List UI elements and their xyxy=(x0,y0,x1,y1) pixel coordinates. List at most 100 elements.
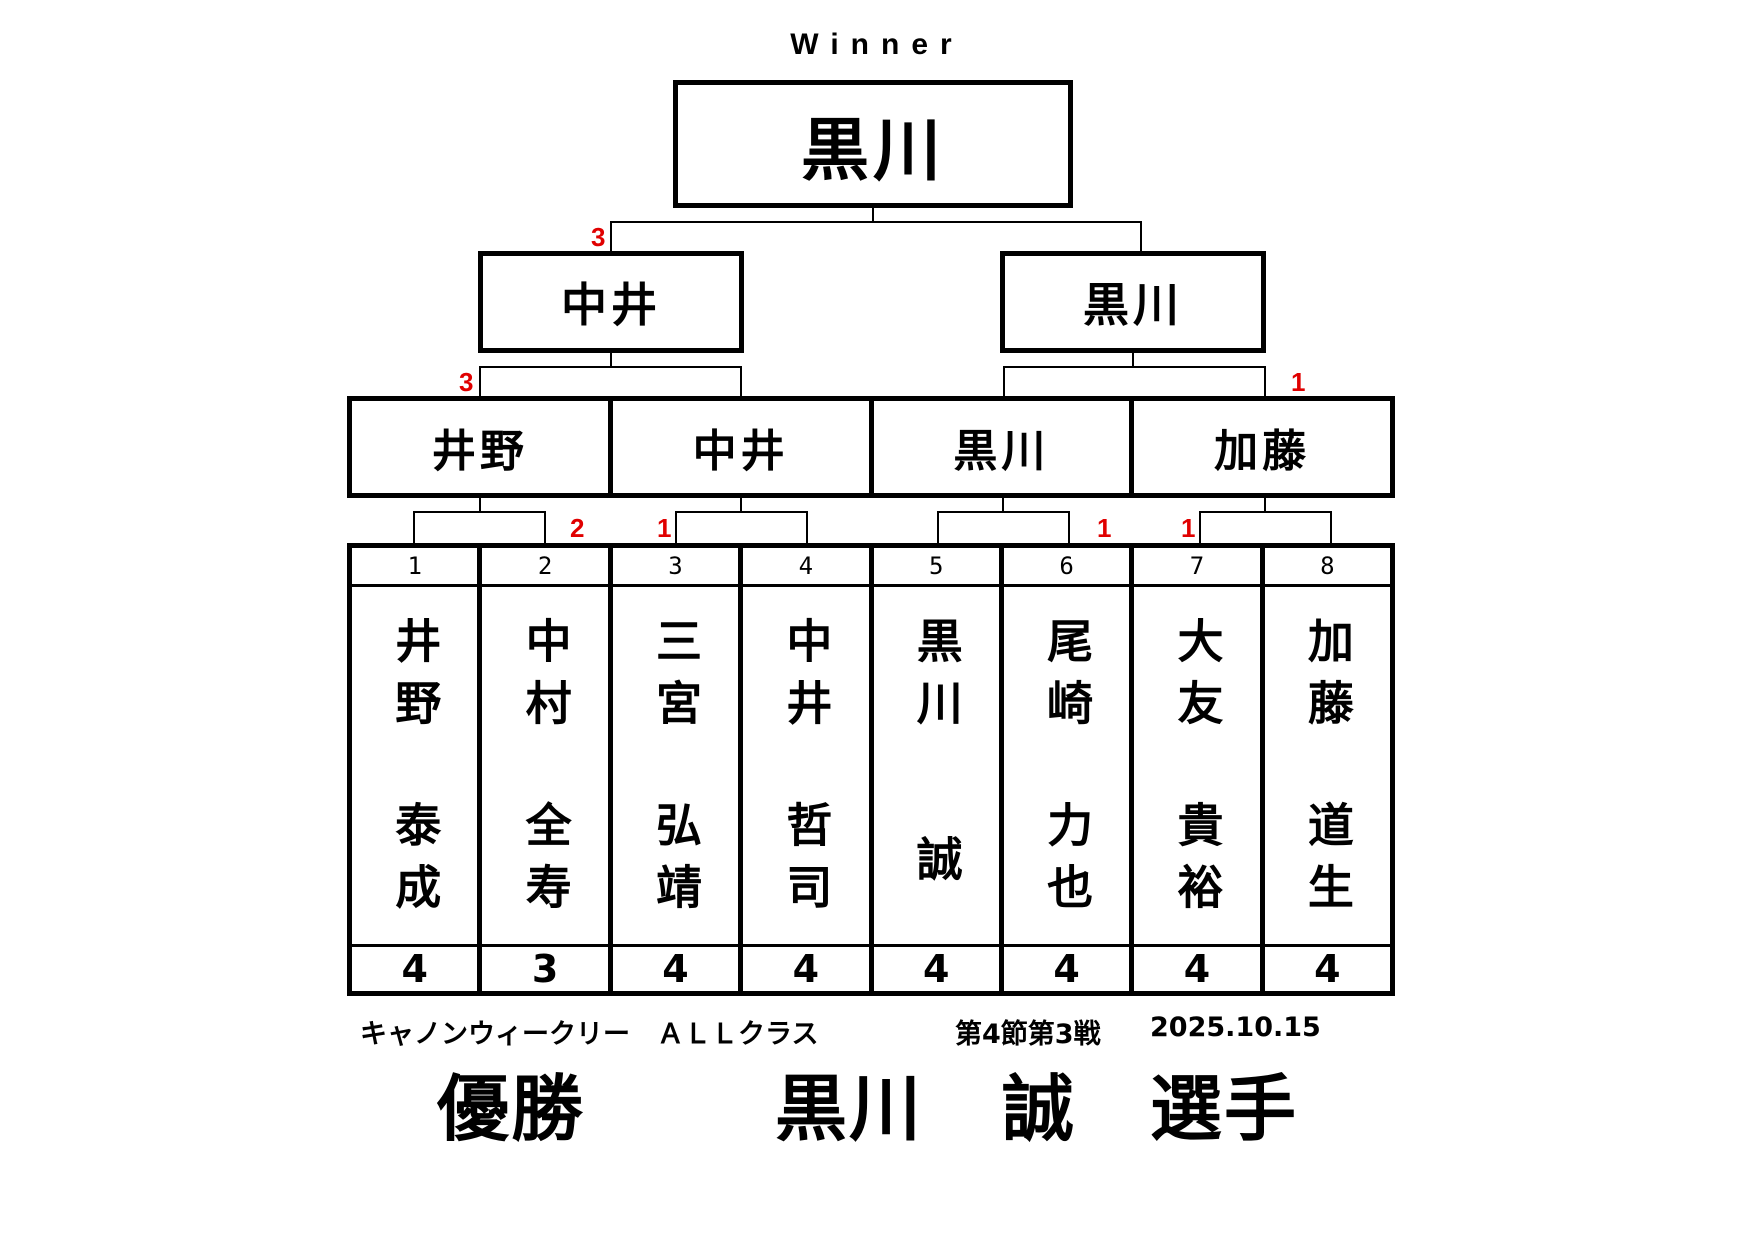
player-result: 4 xyxy=(1264,944,1390,991)
connector-semi-left-stem xyxy=(610,352,612,367)
player-result: 4 xyxy=(743,944,869,991)
connector-r1-m1-bar xyxy=(413,511,546,513)
player-name: 井野 泰成 xyxy=(352,587,477,944)
quarterfinal-name: 加藤 xyxy=(1214,426,1311,477)
player-given-name: 全寿 xyxy=(518,801,573,925)
player-given-name: 力也 xyxy=(1040,801,1095,925)
connector-semi-left-a xyxy=(479,366,481,397)
connector-semi-right-a xyxy=(1003,366,1005,397)
connector-r1-m4-bar xyxy=(1199,511,1332,513)
player-column: 5 黒川 誠 4 xyxy=(873,548,1004,991)
player-given-name: 誠 xyxy=(909,835,964,897)
event-name: キャノンウィークリー ＡＬＬクラス xyxy=(360,1019,819,1050)
semi-right-score: 1 xyxy=(1291,367,1306,397)
connector-r1-m1-stem xyxy=(479,497,481,512)
connector-final-bar xyxy=(610,221,1142,223)
connector-final-stem xyxy=(872,207,874,222)
quarterfinal-name: 中井 xyxy=(692,426,789,477)
r1-m1-score: 2 xyxy=(570,513,585,543)
player-name: 中井 哲司 xyxy=(743,587,868,944)
connector-semi-right-stem xyxy=(1132,352,1134,367)
connector-r1-m4-a xyxy=(1199,511,1201,544)
player-given-name: 弘靖 xyxy=(648,801,703,925)
connector-r1-m3-stem xyxy=(1002,497,1004,512)
connector-r1-m3-bar xyxy=(937,511,1070,513)
winner-title: Winner xyxy=(790,28,964,61)
champion-suffix: 選手 xyxy=(1150,1067,1299,1151)
player-family-name: 大友 xyxy=(1170,617,1225,741)
connector-final-left xyxy=(610,221,612,252)
r1-m4-score: 1 xyxy=(1181,513,1196,543)
quarterfinal-row: 井野 中井 黒川 加藤 xyxy=(347,396,1395,498)
connector-r1-m3-b xyxy=(1068,511,1070,544)
player-family-name: 中村 xyxy=(518,617,573,741)
player-family-name: 三宮 xyxy=(648,617,703,741)
player-family-name: 井野 xyxy=(388,617,443,741)
semifinal-left-box: 中井 xyxy=(478,251,744,353)
connector-r1-m2-stem xyxy=(740,497,742,512)
player-column: 3 三宮 弘靖 4 xyxy=(612,548,744,991)
player-result: 4 xyxy=(612,944,739,991)
player-given-name: 道生 xyxy=(1300,801,1355,925)
player-name: 尾崎 力也 xyxy=(1004,587,1129,944)
seed-number: 1 xyxy=(352,548,478,587)
r1-m3-score: 1 xyxy=(1097,513,1112,543)
champion-label: 優勝 xyxy=(437,1067,586,1151)
player-family-name: 黒川 xyxy=(909,617,964,741)
connector-r1-m1-b xyxy=(544,511,546,544)
semifinal-left-name: 中井 xyxy=(561,278,661,332)
connector-semi-left-bar xyxy=(479,366,742,368)
final-score-left: 3 xyxy=(591,222,606,252)
player-result: 4 xyxy=(1134,944,1260,991)
player-column: 8 加藤 道生 4 xyxy=(1264,548,1390,991)
final-winner-name: 黒川 xyxy=(800,111,945,191)
player-column: 1 井野 泰成 4 xyxy=(352,548,483,991)
seed-number: 3 xyxy=(612,548,739,587)
player-grid: 1 井野 泰成 4 2 中村 全寿 3 3 三宮 弘靖 4 4 中井 哲司 4 … xyxy=(347,543,1395,996)
event-date: 2025.10.15 xyxy=(1150,1012,1321,1043)
semifinal-right-name: 黒川 xyxy=(1083,278,1183,332)
player-family-name: 尾崎 xyxy=(1040,617,1095,741)
semi-left-score: 3 xyxy=(459,367,474,397)
seed-number: 6 xyxy=(1003,548,1130,587)
player-result: 4 xyxy=(873,944,999,991)
connector-semi-left-b xyxy=(740,366,742,397)
r1-m2-score: 1 xyxy=(657,513,672,543)
player-column: 2 中村 全寿 3 xyxy=(482,548,613,991)
seed-number: 8 xyxy=(1264,548,1390,587)
player-family-name: 加藤 xyxy=(1300,617,1355,741)
connector-r1-m4-b xyxy=(1330,511,1332,544)
quarterfinal-cell: 中井 xyxy=(613,401,874,493)
connector-r1-m4-stem xyxy=(1264,497,1266,512)
semifinal-right-box: 黒川 xyxy=(1000,251,1266,353)
player-name: 大友 貴裕 xyxy=(1134,587,1259,944)
quarterfinal-name: 井野 xyxy=(431,426,528,477)
connector-semi-right-bar xyxy=(1003,366,1266,368)
connector-r1-m2-a xyxy=(675,511,677,544)
player-name: 三宮 弘靖 xyxy=(613,587,738,944)
player-given-name: 貴裕 xyxy=(1170,801,1225,925)
seed-number: 7 xyxy=(1134,548,1260,587)
quarterfinal-cell: 加藤 xyxy=(1134,401,1390,493)
connector-r1-m1-a xyxy=(413,511,415,544)
champion-family-name: 黒川 xyxy=(775,1067,924,1151)
player-given-name: 泰成 xyxy=(388,801,443,925)
connector-r1-m2-bar xyxy=(675,511,808,513)
champion-given-name: 誠 xyxy=(1002,1067,1077,1151)
quarterfinal-name: 黒川 xyxy=(953,426,1050,477)
player-column: 6 尾崎 力也 4 xyxy=(1003,548,1135,991)
connector-semi-right-b xyxy=(1264,366,1266,397)
player-name: 中村 全寿 xyxy=(482,587,607,944)
seed-number: 2 xyxy=(482,548,608,587)
player-name: 黒川 誠 xyxy=(874,587,999,944)
connector-r1-m3-a xyxy=(937,511,939,544)
player-name: 加藤 道生 xyxy=(1265,587,1390,944)
player-family-name: 中井 xyxy=(779,617,834,741)
player-result: 3 xyxy=(482,944,608,991)
connector-r1-m2-b xyxy=(806,511,808,544)
player-result: 4 xyxy=(352,944,478,991)
player-column: 7 大友 貴裕 4 xyxy=(1134,548,1265,991)
seed-number: 5 xyxy=(873,548,999,587)
player-result: 4 xyxy=(1003,944,1130,991)
connector-final-right xyxy=(1140,221,1142,252)
